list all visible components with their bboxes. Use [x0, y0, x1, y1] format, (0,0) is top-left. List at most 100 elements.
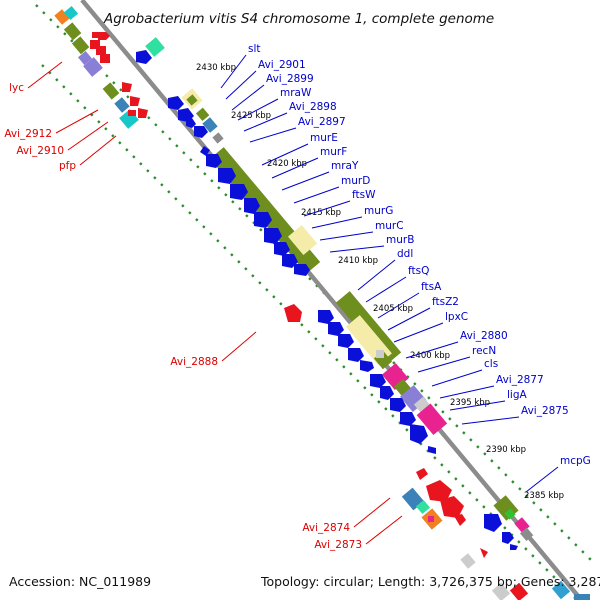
leader-line [377, 292, 420, 319]
leader-line [461, 416, 520, 425]
gene-block [63, 5, 79, 21]
forward-gene-label: ftsW [352, 189, 376, 201]
leader-line [55, 109, 99, 134]
forward-gene-label: Avi_2899 [266, 73, 314, 85]
gene-block [416, 403, 448, 436]
leader-line [231, 84, 265, 111]
leader-line [525, 466, 559, 493]
scale-label: 2425 kbp [231, 111, 271, 121]
leader-line [293, 186, 340, 204]
gene-arrow [200, 146, 210, 156]
forward-gene-label: mraY [331, 160, 359, 172]
leader-line [249, 127, 297, 143]
leader-line [261, 143, 309, 166]
forward-gene-label: murE [310, 132, 338, 144]
gene-arrow [318, 310, 334, 324]
gene-block [195, 107, 210, 122]
forward-gene-label: ftsZ2 [432, 296, 459, 308]
gene-arrow [454, 514, 466, 526]
reverse-gene-label: Avi_2874 [302, 522, 350, 534]
leader-line [220, 54, 247, 89]
forward-gene-label: Avi_2901 [258, 59, 306, 71]
forward-gene-label: ftsQ [408, 265, 429, 277]
gene-arrow [274, 242, 290, 256]
reverse-gene-label: Avi_2910 [16, 145, 64, 157]
reverse-gene-label: Avi_2912 [4, 128, 52, 140]
gene-block [509, 582, 529, 602]
scale-label: 2410 kbp [338, 256, 378, 266]
gene-arrow [294, 264, 310, 276]
gene-block [212, 132, 224, 144]
leader-line [303, 200, 351, 217]
forward-gene-label: lpxC [445, 311, 468, 323]
gene-arrow [254, 212, 272, 228]
gene-arrow [360, 360, 374, 372]
gene-block [376, 350, 384, 358]
forward-gene-label: ddl [397, 248, 413, 260]
leader-line [329, 245, 385, 253]
reverse-gene-label: Avi_2888 [170, 356, 218, 368]
forward-gene-label: Avi_2875 [521, 405, 569, 417]
forward-gene-label: slt [248, 43, 261, 55]
gene-arrow [122, 82, 132, 92]
gene-block [428, 516, 434, 522]
scale-label: 2400 kbp [410, 351, 450, 361]
gene-block [504, 508, 516, 520]
forward-gene-label: mraW [280, 87, 312, 99]
gene-arrow [428, 446, 436, 454]
gene-block [186, 94, 198, 106]
leader-line [311, 216, 363, 229]
leader-line [271, 157, 319, 179]
leader-line [449, 400, 506, 411]
gene-arrow [138, 108, 148, 118]
gene-arrow [410, 424, 428, 444]
gene-arrow [230, 184, 248, 200]
gene-arrow [480, 548, 488, 558]
gene-block [415, 499, 431, 515]
leader-line [281, 171, 330, 191]
gene-arrow [206, 154, 222, 168]
gene-block [574, 594, 590, 602]
gene-block [102, 82, 120, 100]
map-title: Agrobacterium vitis S4 chromosome 1, com… [103, 11, 494, 27]
gene-block [54, 9, 70, 25]
gene-block [71, 36, 90, 55]
gene-block [287, 225, 318, 256]
accession-label: Accession: NC_011989 [9, 574, 151, 589]
gene-arrow [338, 334, 354, 348]
gene-block [202, 117, 218, 133]
scale-label: 2390 kbp [486, 445, 526, 455]
scale-label: 2395 kbp [450, 398, 490, 408]
gene-arrow [178, 108, 194, 122]
leader-line [387, 307, 431, 331]
gene-arrow [348, 348, 364, 362]
forward-gene-label: murF [320, 146, 347, 158]
reverse-gene-labels: lycAvi_2912Avi_2910pfpAvi_2888Avi_2874Av… [4, 61, 403, 551]
leader-line [365, 515, 403, 545]
leader-line [27, 61, 63, 89]
gene-arrow [390, 398, 406, 412]
gene-arrow [194, 126, 208, 138]
gene-arrow [218, 168, 236, 184]
gene-block [77, 50, 93, 66]
genome-summary: Topology: circular; Length: 3,726,375 bp… [260, 574, 600, 589]
gene-block [519, 527, 534, 542]
forward-gene-label: ftsA [421, 281, 442, 293]
gene-arrow [484, 514, 502, 532]
forward-gene-label: ligA [507, 389, 527, 401]
forward-gene-label: recN [472, 345, 496, 357]
gene-arrow [380, 386, 394, 400]
leader-line [221, 331, 257, 362]
forward-gene-label: cls [484, 358, 498, 370]
gene-arrow [130, 96, 140, 106]
gene-arrow [502, 532, 514, 544]
gene-block [128, 110, 136, 116]
gene-arrow [264, 228, 282, 244]
leader-line [439, 385, 495, 399]
gene-arrow [136, 50, 152, 64]
leader-line [431, 369, 483, 387]
gene-block [551, 580, 571, 600]
gene-block [63, 22, 82, 41]
gene-arrow [186, 118, 196, 128]
